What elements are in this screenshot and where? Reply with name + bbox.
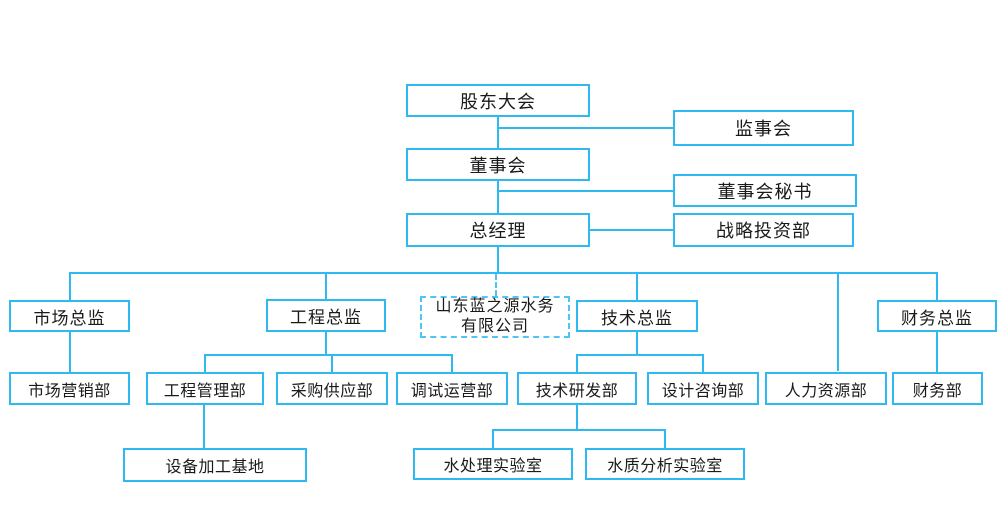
node-label: 市场总监 [33,308,106,328]
node-label: 人力资源部 [784,382,868,400]
node-label: 水质分析实验室 [607,458,723,475]
node-water-treatment-lab: 水处理实验室 [413,448,573,480]
connector-drop-hr-dept [837,274,839,371]
node-engineering-director: 工程总监 [266,299,386,332]
connector-gm-down [497,247,499,272]
node-general-manager: 总经理 [406,213,590,247]
node-label: 设计咨询部 [661,382,745,400]
node-technical-director: 技术总监 [576,300,698,332]
connector-drop-procurement [331,356,333,372]
node-label: 股东大会 [460,91,536,112]
node-finance-dept: 财务部 [892,372,983,405]
connector-engineering-horizontal [204,354,453,356]
connector-drop-technical-director [636,274,638,300]
connector-drop-engineering-mgmt [204,356,206,372]
node-label: 财务总监 [901,308,973,328]
node-label: 总经理 [469,221,527,241]
node-label: 工程管理部 [163,382,247,400]
node-label: 市场营销部 [28,382,111,400]
node-tech-rnd-dept: 技术研发部 [517,372,637,405]
node-commissioning-ops-dept: 调试运营部 [396,372,508,405]
connector-drop-company-dashed [495,274,497,296]
node-label: 财务部 [912,382,963,400]
connector-to-equipment-base [203,405,205,448]
connector-drop-commissioning [451,356,453,372]
node-company-name: 山东蓝之源水务 有限公司 [420,296,570,338]
connector-shareholders-board [497,117,499,148]
node-strategic-investment-dept: 战略投资部 [673,213,854,247]
connector-technical-horizontal [576,354,704,356]
node-label: 监事会 [735,119,792,139]
node-label: 董事会秘书 [717,181,813,202]
node-finance-director: 财务总监 [877,300,997,332]
connector-engineering-director-down [325,332,327,354]
node-marketing-dept: 市场营销部 [9,372,130,405]
node-engineering-mgmt-dept: 工程管理部 [146,372,264,405]
node-marketing-director: 市场总监 [9,300,130,332]
connector-drop-engineering-director [325,274,327,299]
node-equipment-processing-base: 设备加工基地 [123,448,307,482]
node-label: 战略投资部 [716,221,811,241]
connector-main-horizontal [69,272,938,274]
node-supervisory-board: 监事会 [673,110,854,146]
connector-drop-finance-director [936,274,938,300]
connector-marketing-director-dept [69,332,71,372]
node-label: 工程总监 [290,308,362,327]
connector-tech-rnd-down [576,405,578,429]
node-shareholders-meeting: 股东大会 [406,84,590,117]
connector-drop-marketing-director [69,274,71,300]
connector-drop-water-quality-lab [664,431,666,448]
connector-to-board-secretary [498,190,673,192]
node-label: 水处理实验室 [443,458,543,475]
connector-finance-director-dept [936,332,938,372]
node-label: 董事会 [469,155,527,176]
node-water-quality-analysis-lab: 水质分析实验室 [585,448,745,480]
node-label: 技术总监 [601,308,673,328]
connector-to-strategic-investment [590,229,673,231]
connector-drop-water-treatment-lab [492,431,494,448]
connector-labs-horizontal [492,429,666,431]
node-board-secretary: 董事会秘书 [673,174,857,207]
node-label: 技术研发部 [535,382,619,400]
connector-drop-design-consulting [702,356,704,372]
connector-technical-director-down [636,332,638,354]
connector-board-gm [497,181,499,213]
node-procurement-supply-dept: 采购供应部 [276,372,388,405]
node-hr-dept: 人力资源部 [765,372,887,405]
connector-to-supervisory-board [498,127,673,129]
connector-drop-tech-rnd [576,356,578,372]
node-board-of-directors: 董事会 [406,148,590,181]
node-label: 调试运营部 [410,382,494,400]
node-label: 采购供应部 [290,382,374,400]
company-name-line1: 山东蓝之源水务 [435,298,555,315]
company-name-line2: 有限公司 [460,318,529,335]
node-label: 设备加工基地 [165,459,265,476]
node-design-consulting-dept: 设计咨询部 [647,372,759,405]
